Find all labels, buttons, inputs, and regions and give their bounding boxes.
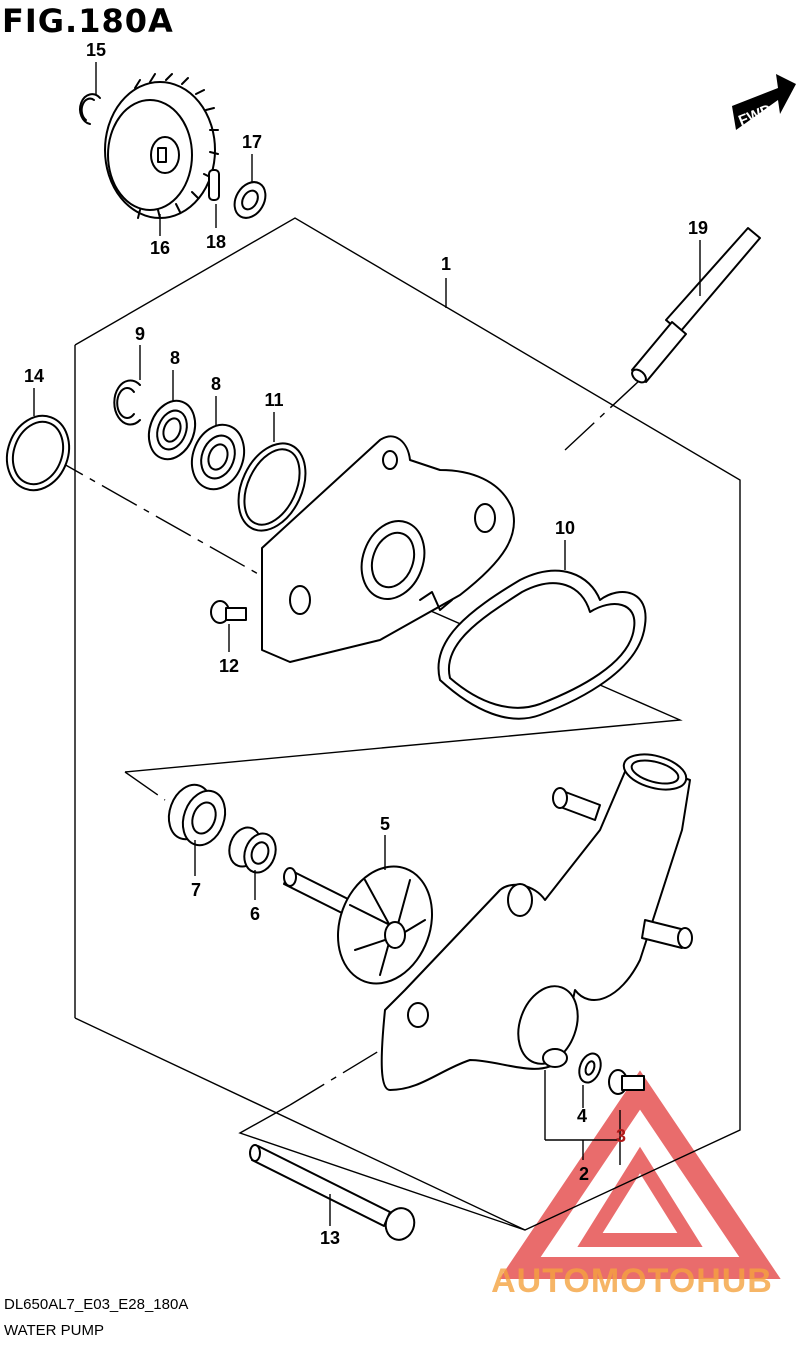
callout-12: 12 (219, 656, 239, 676)
part-bolt-3 (608, 1069, 645, 1095)
callout-6: 6 (250, 904, 260, 924)
part-circlip-9 (113, 379, 141, 426)
part-washer-17 (233, 181, 267, 219)
callout-15: 15 (86, 40, 106, 60)
model-code: DL650AL7_E03_E28_180A (4, 1296, 189, 1313)
part-pump-case-2 (380, 753, 693, 1091)
callout-4: 4 (577, 1106, 587, 1126)
callout-labels: 1 2 3 4 5 6 7 8 8 9 10 11 12 13 14 15 16… (24, 40, 708, 1248)
watermark-text: AUTOMOTOHUB (491, 1262, 773, 1300)
forward-arrow-icon: FWD (732, 74, 796, 130)
callout-11: 11 (264, 390, 283, 410)
part-oring-11 (237, 442, 307, 532)
part-pump-body-1 (261, 435, 516, 663)
part-bearing-8b (190, 423, 246, 491)
callout-16: 16 (150, 238, 170, 258)
watermark-logo (499, 1070, 781, 1279)
part-washer-4 (578, 1052, 602, 1084)
figure-title: FIG.180A (2, 2, 174, 40)
callout-9: 9 (135, 324, 145, 344)
callout-8a: 8 (170, 348, 180, 368)
part-seal-6 (228, 826, 277, 874)
leader-lines (33, 62, 701, 1226)
part-pin-18 (208, 169, 220, 201)
part-seal-7 (167, 783, 227, 847)
callout-14: 14 (24, 366, 44, 386)
part-gear-16 (104, 73, 219, 219)
callout-1: 1 (441, 254, 451, 274)
callout-10: 10 (555, 518, 575, 538)
part-bolt-12 (210, 600, 247, 624)
callout-13: 13 (320, 1228, 340, 1248)
part-gasket-10 (437, 569, 647, 720)
callout-8b: 8 (211, 374, 221, 394)
part-circlip-15 (79, 93, 101, 125)
callout-3: 3 (616, 1126, 626, 1146)
part-oring-14 (5, 414, 71, 492)
callout-19: 19 (688, 218, 708, 238)
callout-5: 5 (380, 814, 390, 834)
diagram-caption: WATER PUMP (4, 1322, 104, 1339)
part-bearing-8a (147, 399, 197, 461)
callout-17: 17 (242, 132, 262, 152)
callout-7: 7 (191, 880, 201, 900)
callout-2: 2 (579, 1164, 589, 1184)
part-hose-19 (631, 227, 761, 384)
callout-18: 18 (206, 232, 226, 252)
part-impeller-5 (283, 865, 434, 985)
part-bolt-13 (249, 1144, 416, 1241)
